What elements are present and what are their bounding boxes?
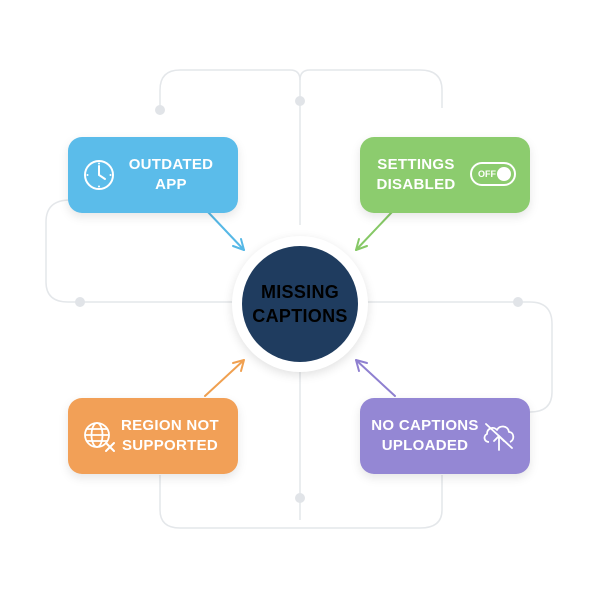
center-node-missing-captions: MISSING CAPTIONS [242, 246, 358, 362]
cause-label-line1: OUTDATED [128, 156, 214, 173]
cause-label: NO CAPTIONS UPLOADED [371, 416, 478, 456]
arrow-nocap-to-center [355, 359, 396, 397]
arrow-region-to-center [204, 359, 245, 397]
cause-label-line1: SETTINGS [377, 156, 455, 173]
cloud-upload-off-icon [483, 423, 515, 451]
toggle-knob [497, 167, 511, 181]
arrow-outdated-to-center [207, 211, 245, 251]
clock-icon [84, 160, 114, 190]
cause-region-not-supported: REGION NOT SUPPORTED [68, 398, 238, 474]
cause-settings-disabled: SETTINGS DISABLED OFF [360, 137, 530, 213]
cause-label: OUTDATED APP [129, 155, 214, 195]
arrow-settings-to-center [355, 211, 393, 251]
center-label-line1: MISSING [260, 282, 340, 302]
cause-label-line1: NO CAPTIONS [371, 417, 479, 434]
globe-x-icon [84, 422, 115, 452]
center-label: MISSING CAPTIONS [252, 280, 347, 328]
cause-label: SETTINGS DISABLED [376, 155, 455, 195]
cause-no-captions-uploaded: NO CAPTIONS UPLOADED [360, 398, 530, 474]
center-label-line2: CAPTIONS [252, 306, 348, 326]
cause-label-line2: DISABLED [376, 176, 456, 193]
toggle-label: OFF [478, 169, 496, 179]
cause-label-line2: UPLOADED [381, 437, 469, 454]
cause-outdated-app: OUTDATED APP [68, 137, 238, 213]
cause-label: REGION NOT SUPPORTED [121, 416, 219, 456]
toggle-off-icon: OFF [470, 162, 516, 186]
cause-label-line2: SUPPORTED [121, 437, 219, 454]
cause-label-line1: REGION NOT [120, 417, 219, 434]
cause-label-line2: APP [155, 176, 187, 193]
